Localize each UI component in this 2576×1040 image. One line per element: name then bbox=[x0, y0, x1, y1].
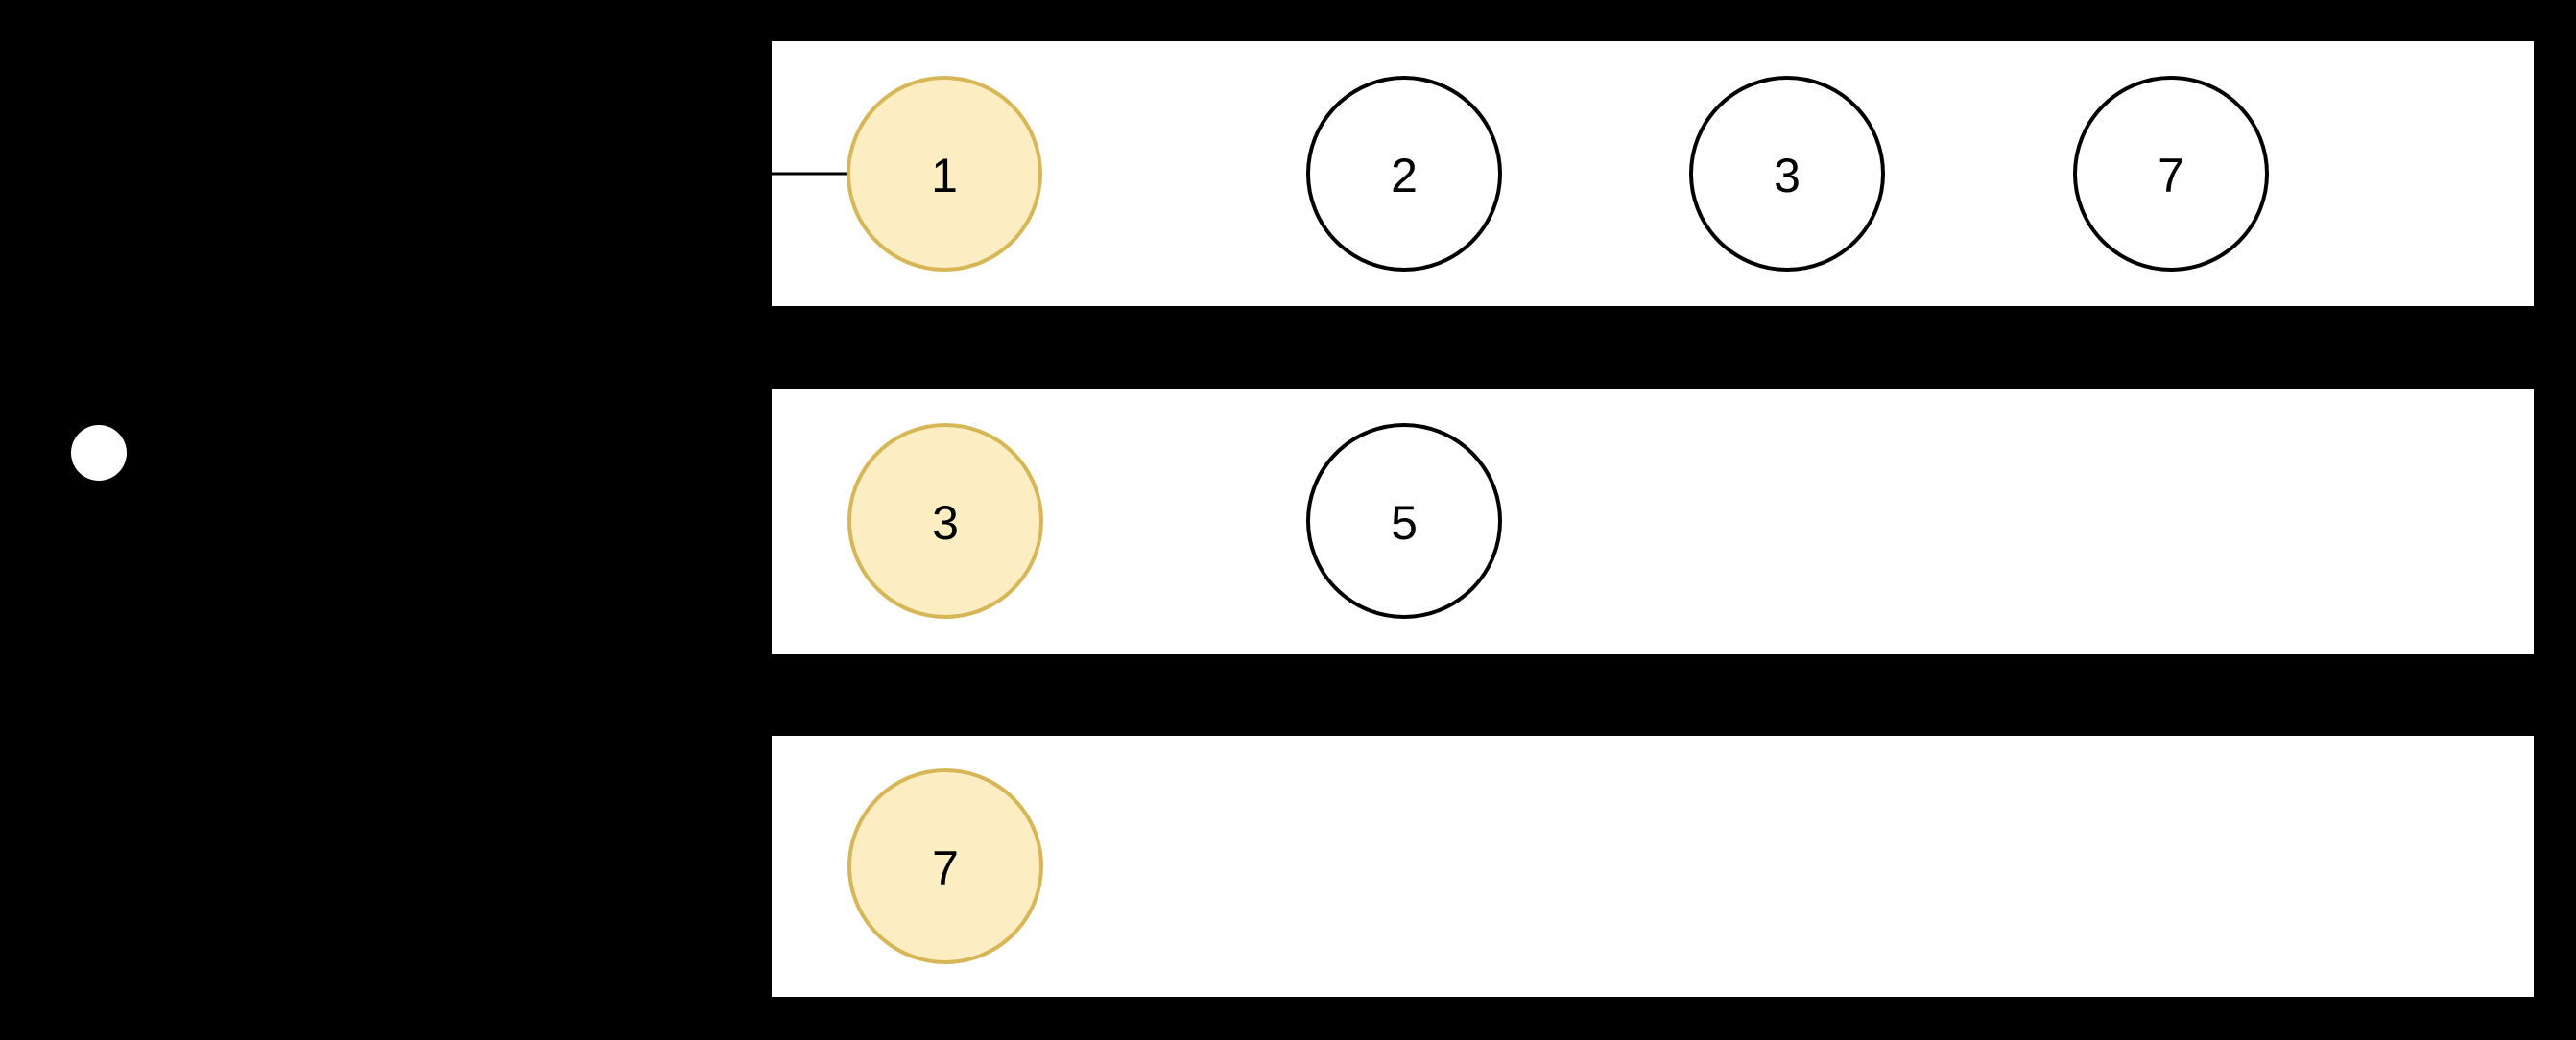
node-circle-highlighted bbox=[847, 768, 1043, 964]
node-circle-highlighted bbox=[847, 423, 1043, 619]
node-circle bbox=[1306, 76, 1502, 272]
node-label: 3 bbox=[932, 496, 959, 550]
node-label: 3 bbox=[1774, 149, 1801, 202]
node-label: 1 bbox=[931, 149, 958, 202]
level-band-level-middle bbox=[772, 389, 2534, 654]
node-label: 7 bbox=[932, 841, 959, 895]
node-circle bbox=[2073, 76, 2269, 272]
head-dot bbox=[71, 425, 127, 481]
node-label: 7 bbox=[2158, 149, 2184, 202]
node-label: 2 bbox=[1391, 149, 1418, 202]
node-circle-highlighted bbox=[847, 76, 1042, 272]
level-band-level-bottom bbox=[772, 736, 2534, 997]
node-circle bbox=[1689, 76, 1885, 272]
node-circle bbox=[1306, 423, 1502, 619]
node-label: 5 bbox=[1391, 496, 1418, 550]
